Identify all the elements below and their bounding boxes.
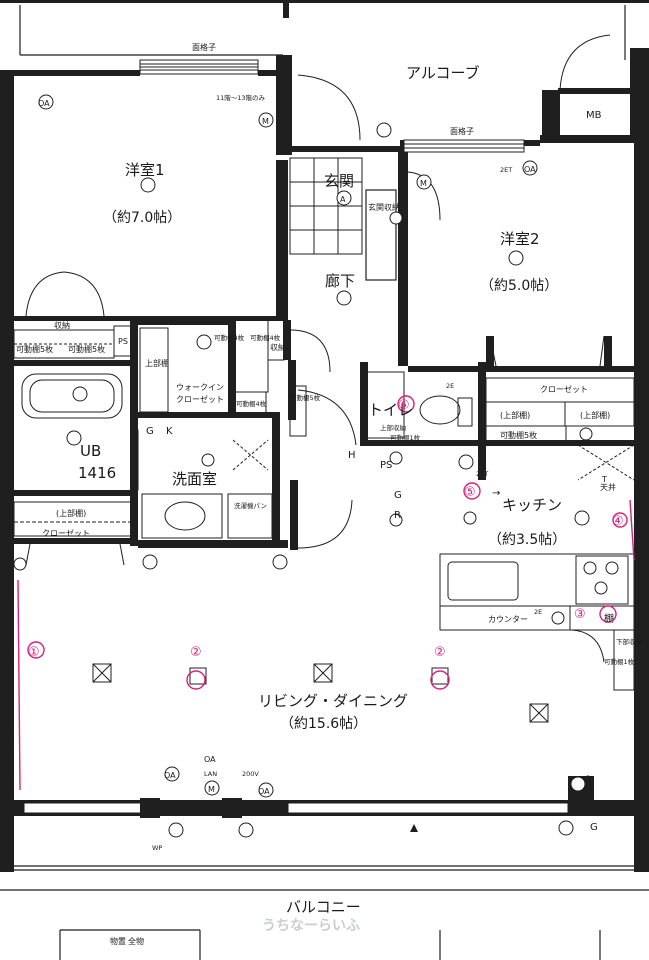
- room-kitchen: キッチン: [502, 496, 562, 514]
- label-shelf: 棚: [604, 612, 614, 625]
- label-r: R: [394, 510, 401, 521]
- fixture-labels: 面格子 11階〜13階のみ 面格子 MB 収納 可動棚5枚 可動棚5枚 PS 上…: [16, 42, 642, 946]
- room-entrance: 玄関: [324, 172, 354, 190]
- annotation-2: ②: [190, 645, 202, 660]
- label-arrow: →: [492, 488, 500, 499]
- label-upper-shelf-k2: (上部棚): [580, 410, 610, 420]
- label-h: H: [348, 450, 356, 461]
- label-closet: クローゼット: [42, 528, 90, 538]
- annotation-1: ①: [28, 645, 40, 660]
- label-2et: 2ET: [500, 166, 512, 174]
- label-closet-k: クローゼット: [540, 384, 588, 394]
- label-upper-shelf-k1: (上部棚): [500, 410, 530, 420]
- label-oa1: OA: [38, 99, 50, 108]
- label-ps2: PS: [380, 460, 392, 471]
- windows: [139, 59, 525, 153]
- label-wic-shelf4b: 可動棚4枚: [250, 333, 281, 342]
- label-oa2: OA: [524, 165, 536, 174]
- label-200v: 200V: [242, 770, 259, 778]
- label-store-room: 物置: [110, 936, 126, 946]
- label-shoe-storage: 玄関収納: [368, 202, 400, 212]
- label-three: 3: [586, 774, 590, 782]
- label-m1: M: [262, 117, 269, 126]
- label-toilet-shelf: 可動棚1枚: [390, 433, 421, 442]
- label-lower-storage: 下部収納: [616, 637, 642, 646]
- label-store-room-2: 全物: [128, 936, 144, 946]
- annotation-6: ⑥: [398, 398, 410, 413]
- label-lattice-top: 面格子: [192, 42, 216, 52]
- fixtures: [13, 319, 635, 691]
- label-g: G: [146, 426, 154, 437]
- label-lattice-w2: 面格子: [450, 126, 474, 136]
- label-walk-in-2: クローゼット: [176, 394, 224, 404]
- annotation-4: ④: [612, 514, 624, 529]
- label-oa3: OA: [164, 771, 176, 780]
- label-wp: WP: [152, 844, 162, 852]
- room-washroom: 洗面室: [172, 470, 217, 488]
- pink-annotations: [17, 395, 635, 791]
- room-hallway: 廊下: [325, 272, 355, 290]
- room-balcony: バルコニー: [286, 898, 361, 916]
- label-wic-shelf4c: 可動棚4枚: [236, 399, 267, 408]
- light-symbols: [66, 122, 590, 832]
- label-counter: カウンター: [488, 615, 528, 624]
- label-2e2: 2E: [534, 608, 542, 616]
- label-ceiling: 天井: [600, 482, 616, 492]
- label-a: A: [340, 195, 346, 204]
- room-alcove: アルコーブ: [406, 64, 480, 82]
- label-toilet-storage: 上部収納: [380, 423, 406, 432]
- label-lower-shelf: 可動棚1枚: [604, 657, 635, 666]
- label-k-shelf5: 可動棚5枚: [500, 430, 537, 440]
- doors: [25, 34, 611, 663]
- label-oa5: OA: [258, 787, 270, 796]
- room-western2: 洋室2: [500, 230, 540, 248]
- annotation-5: ⑤: [464, 485, 476, 500]
- annotation-3: ③: [574, 607, 586, 622]
- room-ub: UB: [80, 442, 101, 460]
- label-t: T: [601, 475, 607, 484]
- label-storage: 収納: [54, 320, 70, 330]
- label-shelf5b: 可動棚5枚: [68, 344, 105, 354]
- label-2e: 2E: [446, 382, 454, 390]
- label-oa4: OA: [204, 755, 216, 764]
- room-western1-size: （約7.0帖）: [103, 210, 181, 226]
- label-g3: G: [590, 822, 598, 833]
- room-western2-size: （約5.0帖）: [480, 278, 558, 294]
- label-walk-in: ウォークイン: [176, 383, 224, 392]
- room-ub-size: 1416: [78, 464, 116, 482]
- label-lan: LAN: [204, 770, 217, 778]
- label-wic-shelf4: 可動棚4枚: [214, 333, 245, 342]
- label-lattice-note: 11階〜13階のみ: [216, 93, 266, 102]
- label-upper-shelf-ub: (上部棚): [56, 508, 86, 518]
- label-m3: M: [208, 785, 215, 794]
- annotation-2b: ②: [434, 645, 446, 660]
- label-m2: M: [420, 179, 427, 188]
- label-ps: PS: [118, 337, 128, 346]
- label-upper-shelf: 上部棚: [145, 358, 169, 368]
- room-living-size: （約15.6帖）: [280, 716, 367, 732]
- room-labels: アルコーブ 洋室1 （約7.0帖） 玄関 洋室2 （約5.0帖） 廊下 トイレ …: [78, 64, 566, 916]
- label-g2: G: [394, 490, 402, 501]
- label-k: K: [166, 426, 173, 437]
- pink-numbers: ① ② ② ③ ⑤ ⑥ ④: [28, 398, 624, 660]
- entrance-tiles: [289, 157, 363, 255]
- outlet-symbols: [13, 94, 593, 838]
- room-western1: 洋室1: [125, 161, 165, 179]
- label-shelf5: 可動棚5枚: [16, 344, 53, 354]
- label-hall-storage: 収納: [270, 342, 286, 352]
- room-living: リビング・ダイニング: [258, 692, 408, 710]
- room-kitchen-size: （約3.5帖）: [488, 532, 566, 548]
- label-washer-pan: 洗濯機パン: [234, 501, 267, 510]
- watermark: うちなーらいふ: [262, 918, 360, 934]
- label-mb: MB: [586, 110, 602, 121]
- label-hall-shelf5: 可動棚5枚: [290, 393, 321, 402]
- label-2et2: 2ET: [476, 470, 488, 478]
- room-toilet: トイレ: [368, 401, 413, 419]
